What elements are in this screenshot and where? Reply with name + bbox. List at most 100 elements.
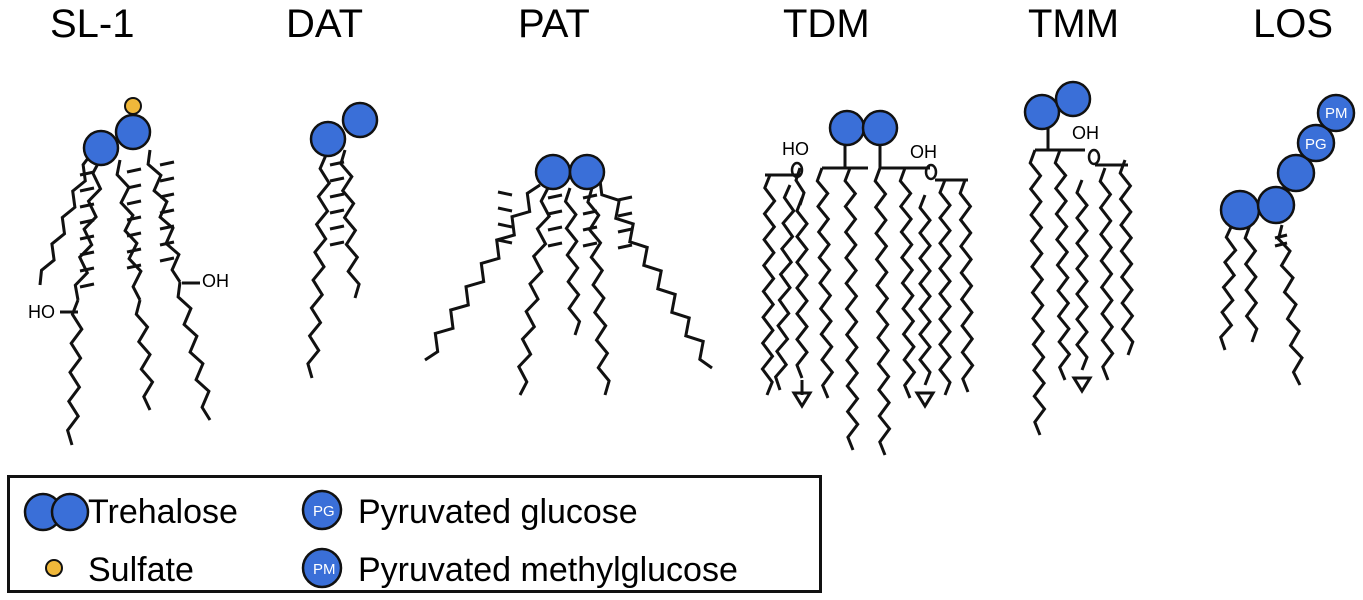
sl1-ester-tick bbox=[159, 240, 175, 247]
pat-ester-tick bbox=[582, 225, 598, 232]
pat-trehalose-glucose-2 bbox=[568, 153, 606, 191]
tmm-cyclopropane bbox=[1071, 376, 1093, 394]
pat-ester-tick bbox=[547, 225, 563, 232]
tmm-trehalose-glucose-2 bbox=[1054, 80, 1092, 118]
sl1-chain-4b bbox=[176, 281, 212, 421]
pat-trehalose-glucose-1 bbox=[534, 153, 572, 191]
legend-trehalose-glucose-2 bbox=[50, 492, 90, 532]
pat-chain-2 bbox=[516, 187, 552, 396]
pat-chain-5 bbox=[598, 179, 713, 370]
legend-sulfate-dot bbox=[45, 559, 63, 577]
title-sl1: SL-1 bbox=[50, 2, 135, 46]
los-pg-label: PG bbox=[1305, 136, 1327, 153]
tdm-chain-10 bbox=[958, 179, 975, 393]
pat-ester-tick bbox=[617, 243, 633, 250]
tdm-cyclopropane-right bbox=[914, 391, 936, 409]
title-tmm: TMM bbox=[1028, 2, 1120, 46]
legend-pyruvated-methylglucose-label: Pyruvated methylglucose bbox=[358, 551, 738, 589]
sl1-trehalose-glucose-2 bbox=[114, 113, 152, 151]
sl1-trehalose-glucose-1 bbox=[82, 129, 120, 167]
sl1-ester-tick bbox=[79, 202, 95, 209]
sl1-ester-tick bbox=[126, 231, 142, 238]
los-pm-label: PM bbox=[1325, 105, 1348, 122]
pat-ester-tick bbox=[547, 209, 563, 216]
pat-ester-tick bbox=[497, 222, 513, 229]
dat-chain-2 bbox=[339, 149, 361, 299]
tdm-chain-1 bbox=[815, 167, 835, 399]
pat-ester-tick bbox=[582, 193, 598, 200]
legend-pyruvated-glucose-label: Pyruvated glucose bbox=[358, 493, 638, 531]
pat-ester-tick bbox=[547, 193, 563, 200]
sl1-ester-tick bbox=[159, 256, 175, 263]
legend-pyruvated-methylglucose-icon bbox=[301, 547, 343, 589]
tdm-trehalose-glucose-2 bbox=[861, 109, 899, 147]
title-los: LOS bbox=[1253, 2, 1334, 46]
pat-chain-4 bbox=[586, 187, 611, 396]
tmm-chain-2 bbox=[1053, 149, 1072, 381]
sl1-ester-tick bbox=[79, 218, 95, 225]
pat-chain-1 bbox=[424, 183, 541, 362]
tdm-chain-7 bbox=[873, 167, 892, 456]
pat-ester-tick bbox=[617, 227, 633, 234]
sl1-ester-tick bbox=[159, 208, 175, 215]
tdm-oh-label: OH bbox=[910, 142, 937, 162]
pat-ester-tick bbox=[497, 190, 513, 197]
los-ester-tick bbox=[1274, 241, 1288, 248]
dat-ester-tick bbox=[329, 224, 345, 231]
sl1-ester-tick bbox=[79, 170, 95, 177]
legend-pg-label: PG bbox=[313, 503, 335, 520]
dat-ester-tick bbox=[329, 240, 345, 247]
sl1-ester-tick bbox=[159, 224, 175, 231]
dat-ester-tick bbox=[329, 160, 345, 167]
sl1-ester-tick bbox=[159, 160, 175, 167]
tdm-chain-5 bbox=[760, 174, 777, 396]
dat-trehalose-glucose-2 bbox=[341, 101, 379, 139]
tdm-carbonyl-left bbox=[790, 161, 804, 179]
legend-pm-label: PM bbox=[313, 561, 336, 578]
tmm-chain-1 bbox=[1028, 149, 1047, 436]
los-pyruvated-methylglucose bbox=[1316, 93, 1356, 133]
pat-chain-3 bbox=[563, 187, 582, 336]
tdm-chain-4 bbox=[773, 184, 796, 391]
dat-chain-1 bbox=[306, 154, 332, 379]
los-chain-2 bbox=[1243, 224, 1259, 343]
tmm-chain-5 bbox=[1075, 179, 1089, 371]
tmm-oh-label: OH bbox=[1072, 123, 1099, 143]
sl1-chain-3 bbox=[115, 159, 143, 301]
pat-ester-tick bbox=[497, 238, 513, 245]
sl1-ester-tick bbox=[79, 234, 95, 241]
sl1-ester-tick bbox=[79, 250, 95, 257]
sl1-ester-tick bbox=[126, 167, 142, 174]
sl1-ester-tick bbox=[126, 183, 142, 190]
tdm-chain-11 bbox=[918, 194, 932, 386]
tdm-chain-6 bbox=[795, 197, 809, 379]
pat-ester-tick bbox=[497, 206, 513, 213]
pat-ester-tick bbox=[582, 209, 598, 216]
title-pat: PAT bbox=[518, 2, 590, 46]
los-chain-3 bbox=[1276, 224, 1304, 386]
sl1-ester-tick bbox=[126, 215, 142, 222]
tdm-trehalose-glucose-1 bbox=[828, 109, 866, 147]
sl1-ester-tick bbox=[126, 263, 142, 270]
sl1-chain-2 bbox=[73, 159, 103, 301]
sl1-ho-label: HO bbox=[28, 302, 55, 322]
pat-ester-tick bbox=[547, 241, 563, 248]
tmm-trehalose-glucose-1 bbox=[1023, 93, 1061, 131]
sl1-oh-label: OH bbox=[202, 271, 229, 291]
los-ester-tick bbox=[1274, 233, 1288, 240]
tdm-carbonyl-right bbox=[924, 163, 938, 181]
sl1-ester-tick bbox=[79, 282, 95, 289]
dat-ester-tick bbox=[329, 176, 345, 183]
pat-ester-tick bbox=[582, 241, 598, 248]
tmm-carbonyl bbox=[1087, 148, 1101, 166]
tdm-chain-8 bbox=[898, 167, 917, 399]
tmm-chain-3 bbox=[1098, 167, 1115, 381]
legend-sulfate-label: Sulfate bbox=[88, 551, 194, 589]
tdm-chain-9 bbox=[938, 179, 952, 396]
dat-trehalose-glucose-1 bbox=[309, 120, 347, 158]
sl1-ester-tick bbox=[79, 266, 95, 273]
title-dat: DAT bbox=[286, 2, 364, 46]
sl1-chain-4 bbox=[146, 149, 182, 283]
